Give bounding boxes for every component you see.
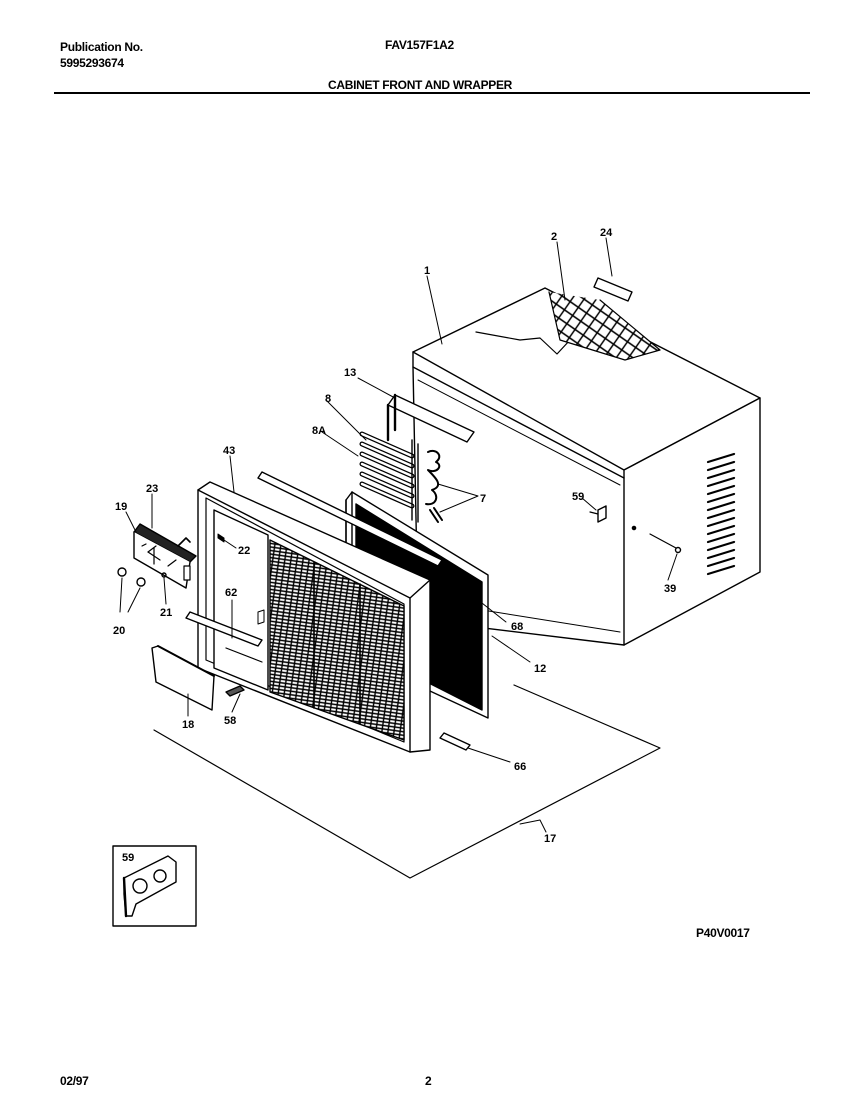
figure-code: P40V0017 bbox=[696, 926, 750, 940]
rating-label bbox=[593, 277, 633, 302]
callout-1: 1 bbox=[424, 265, 430, 277]
callout-43: 43 bbox=[223, 445, 235, 457]
callout-17: 17 bbox=[544, 833, 556, 845]
callout-58: 58 bbox=[224, 715, 236, 727]
publication-number: 5995293674 bbox=[60, 56, 124, 70]
bottom-seal-strip bbox=[439, 732, 471, 751]
screw-59 bbox=[589, 505, 607, 523]
callout-66: 66 bbox=[514, 761, 526, 773]
filter-access-door bbox=[151, 645, 215, 711]
mounting-base-outline bbox=[153, 684, 661, 879]
callout-23: 23 bbox=[146, 483, 158, 495]
cabinet-wrapper bbox=[412, 287, 761, 646]
top-seal-strip bbox=[257, 471, 443, 567]
callout-20: 20 bbox=[113, 625, 125, 637]
front-grille bbox=[185, 481, 431, 753]
callout-24: 24 bbox=[600, 227, 613, 239]
page-number: 2 bbox=[425, 1074, 432, 1088]
callout-13: 13 bbox=[344, 367, 356, 379]
callout-8a: 8A bbox=[312, 425, 326, 437]
callout-62: 62 bbox=[225, 587, 237, 599]
callout-2: 2 bbox=[551, 231, 557, 243]
callout-7: 7 bbox=[480, 493, 486, 505]
coil-assembly bbox=[359, 393, 475, 523]
control-panel bbox=[117, 523, 197, 589]
callout-59: 59 bbox=[572, 491, 584, 503]
callout-18: 18 bbox=[182, 719, 194, 731]
callout-22: 22 bbox=[238, 545, 250, 557]
screw-39 bbox=[631, 525, 682, 554]
leader-lines bbox=[119, 237, 678, 833]
callout-12: 12 bbox=[534, 663, 546, 675]
screw-58 bbox=[225, 685, 245, 697]
inset-detail-59: 59 bbox=[112, 845, 197, 927]
callout-21: 21 bbox=[160, 607, 172, 619]
inset-callout-59: 59 bbox=[122, 852, 134, 864]
model-number: FAV157F1A2 bbox=[385, 38, 454, 52]
publication-label: Publication No. bbox=[60, 40, 143, 54]
header-rule bbox=[54, 92, 810, 94]
callout-39: 39 bbox=[664, 583, 676, 595]
callout-19: 19 bbox=[115, 501, 127, 513]
callout-8: 8 bbox=[325, 393, 331, 405]
section-title: CABINET FRONT AND WRAPPER bbox=[328, 78, 513, 92]
side-vent-louvers bbox=[706, 452, 736, 576]
callout-68: 68 bbox=[511, 621, 523, 633]
footer-date: 02/97 bbox=[60, 1074, 89, 1088]
